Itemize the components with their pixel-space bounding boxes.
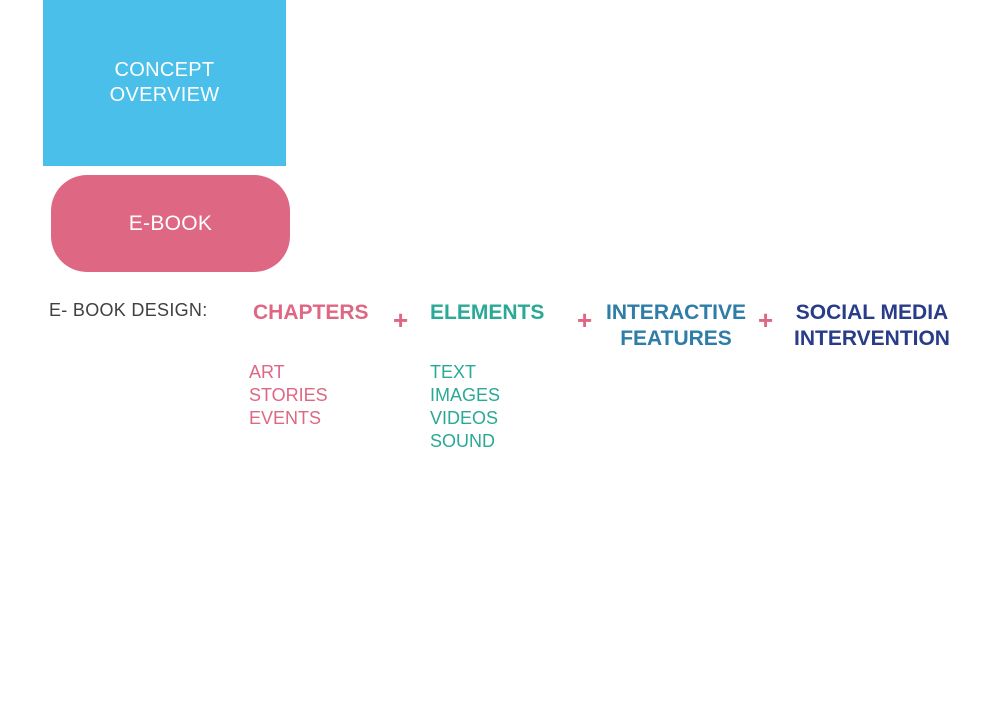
elements-heading: ELEMENTS xyxy=(430,301,545,324)
list-item: EVENTS xyxy=(249,408,322,428)
plus-sign-2: + xyxy=(577,305,593,335)
ebook-design-label: E- BOOK DESIGN: xyxy=(49,300,208,320)
list-item: IMAGES xyxy=(430,385,501,405)
interactive-features-line-2: FEATURES xyxy=(620,327,732,350)
ebook-label: E-BOOK xyxy=(128,211,213,235)
list-item: VIDEOS xyxy=(430,408,499,428)
concept-overview-line-2: OVERVIEW xyxy=(109,84,220,106)
chapters-list: ART STORIES EVENTS xyxy=(249,361,328,430)
social-media-line-2: INTERVENTION xyxy=(794,327,950,350)
elements-list: TEXT IMAGES VIDEOS SOUND xyxy=(430,361,500,453)
plus-sign-1: + xyxy=(393,305,409,335)
interactive-features-line-1: INTERACTIVE xyxy=(605,301,746,324)
list-item: STORIES xyxy=(249,385,328,405)
list-item: SOUND xyxy=(430,431,496,451)
interactive-features-heading: INTERACTIVE FEATURES xyxy=(598,300,754,352)
concept-overview-line-1: CONCEPT xyxy=(114,59,215,81)
social-media-line-1: SOCIAL MEDIA xyxy=(795,301,949,324)
plus-sign-3: + xyxy=(758,305,774,335)
concept-overview-box: CONCEPT OVERVIEW xyxy=(43,0,286,166)
social-media-intervention-heading: SOCIAL MEDIA INTERVENTION xyxy=(784,300,960,352)
ebook-box: E-BOOK xyxy=(51,175,290,272)
list-item: ART xyxy=(249,362,285,382)
list-item: TEXT xyxy=(430,362,477,382)
chapters-heading: CHAPTERS xyxy=(253,301,369,324)
